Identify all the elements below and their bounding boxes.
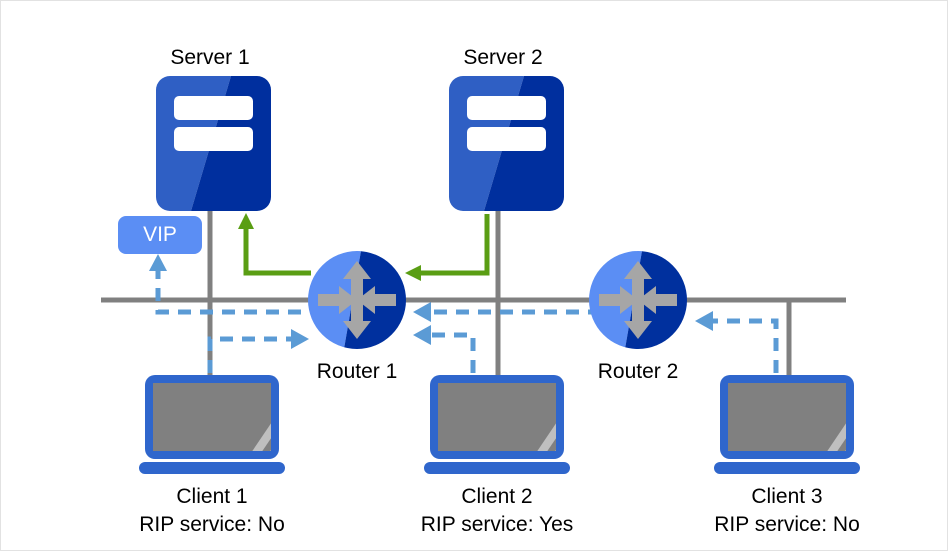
client-3-rip-status: RIP service: No xyxy=(714,513,860,536)
router-arrows xyxy=(318,261,396,339)
client-2-label: Client 2 xyxy=(461,485,533,508)
router-1-icon[interactable] xyxy=(308,251,406,349)
server-2-label: Server 2 xyxy=(463,46,543,69)
client-1-rip-status: RIP service: No xyxy=(139,513,285,536)
flow-client1-to-router1 xyxy=(207,329,309,373)
client-3-icon[interactable] xyxy=(714,375,870,474)
flow-router1-to-vip xyxy=(149,254,301,315)
flow-client3-to-router2 xyxy=(695,311,779,373)
vip-box[interactable] xyxy=(118,216,202,254)
server-2-icon[interactable] xyxy=(449,76,564,211)
vip-label: VIP xyxy=(143,223,177,246)
client-1-icon[interactable] xyxy=(139,375,295,474)
green-flow-path xyxy=(238,213,490,281)
router-arrows xyxy=(599,261,677,339)
flow-client2-to-router1 xyxy=(413,325,476,373)
client-2-rip-status: RIP service: Yes xyxy=(420,513,574,536)
router-2-label: Router 2 xyxy=(597,360,679,383)
flow-router2-to-router1 xyxy=(413,302,601,322)
client-2-icon[interactable] xyxy=(424,375,580,474)
router-1-label: Router 1 xyxy=(316,360,398,383)
router-2-icon[interactable] xyxy=(589,251,687,349)
network-bus-lines xyxy=(101,206,846,391)
client-1-label: Client 1 xyxy=(176,485,248,508)
server-1-label: Server 1 xyxy=(170,46,250,69)
server-1-icon[interactable] xyxy=(156,76,271,211)
client-3-label: Client 3 xyxy=(751,485,823,508)
